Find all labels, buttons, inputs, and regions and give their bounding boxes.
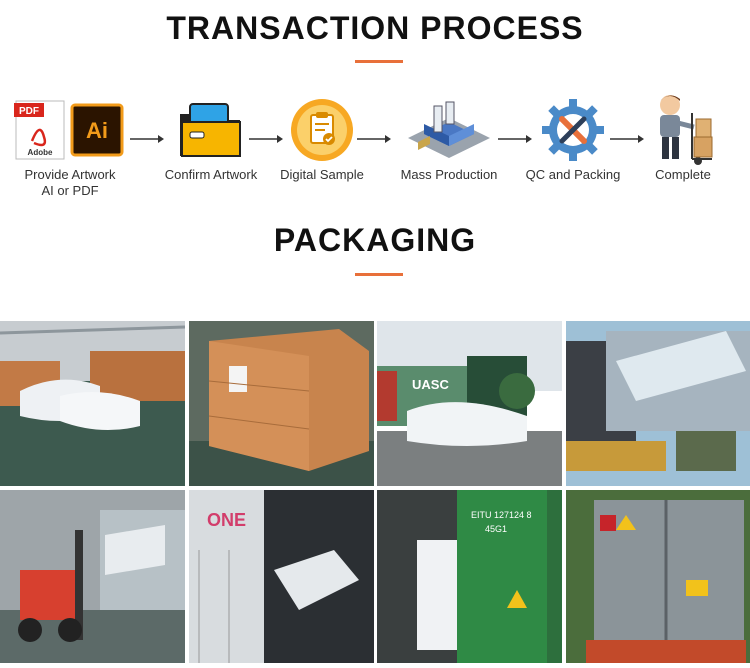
- arrow-right-icon: [498, 135, 532, 143]
- one-text: ONE: [207, 510, 246, 530]
- step-mass-production: Mass Production: [384, 95, 514, 183]
- clipboard-check-icon: [257, 95, 387, 165]
- container-code-text: 45G1: [485, 524, 507, 534]
- step-label: QC and Packing: [525, 167, 621, 182]
- packaging-title: PACKAGING: [273, 222, 477, 258]
- step-complete: Complete: [618, 95, 748, 183]
- uasc-container-photo: UASC: [377, 321, 562, 486]
- forklift-container-photo: [0, 490, 185, 663]
- factory-icon: [384, 95, 514, 165]
- arrow-right-icon: [610, 135, 644, 143]
- uasc-text: UASC: [412, 377, 449, 392]
- ai-text: Ai: [86, 118, 108, 143]
- wooden-crate-photo: [189, 321, 374, 486]
- warehouse-wrapped-machines-photo: [0, 321, 185, 486]
- wrench-gear-icon: [508, 95, 638, 165]
- step-label: Mass Production: [400, 167, 498, 182]
- step-label: Provide Artwork AI or PDF: [24, 167, 116, 198]
- adobe-text: Adobe: [28, 148, 53, 157]
- folder-icon: [146, 95, 276, 165]
- arrow-right-icon: [130, 135, 164, 143]
- step-label: Confirm Artwork: [164, 167, 258, 182]
- arrow-right-icon: [249, 135, 283, 143]
- step-provide-artwork: PDF Adobe Ai Provide Artwork AI or PDF: [5, 95, 135, 199]
- step-confirm-artwork: Confirm Artwork: [146, 95, 276, 183]
- pdf-ai-file-icon: PDF Adobe Ai: [5, 95, 135, 165]
- grey-containers-photo: [566, 490, 750, 663]
- step-qc-packing: QC and Packing: [508, 95, 638, 183]
- truck-loading-photo: [566, 321, 750, 486]
- one-container-photo: ONE: [189, 490, 374, 663]
- step-label: Complete: [655, 167, 711, 182]
- title-underline: [355, 60, 403, 63]
- process-title: TRANSACTION PROCESS: [166, 10, 584, 46]
- container-id-text: EITU 127124 8: [471, 510, 532, 520]
- step-digital-sample: Digital Sample: [257, 95, 387, 183]
- packaging-underline: [355, 273, 403, 276]
- delivery-man-icon: [618, 95, 748, 165]
- pdf-text: PDF: [19, 106, 39, 117]
- green-container-photo: EITU 127124 8 45G1: [377, 490, 562, 663]
- arrow-right-icon: [357, 135, 391, 143]
- step-label: Digital Sample: [280, 167, 364, 182]
